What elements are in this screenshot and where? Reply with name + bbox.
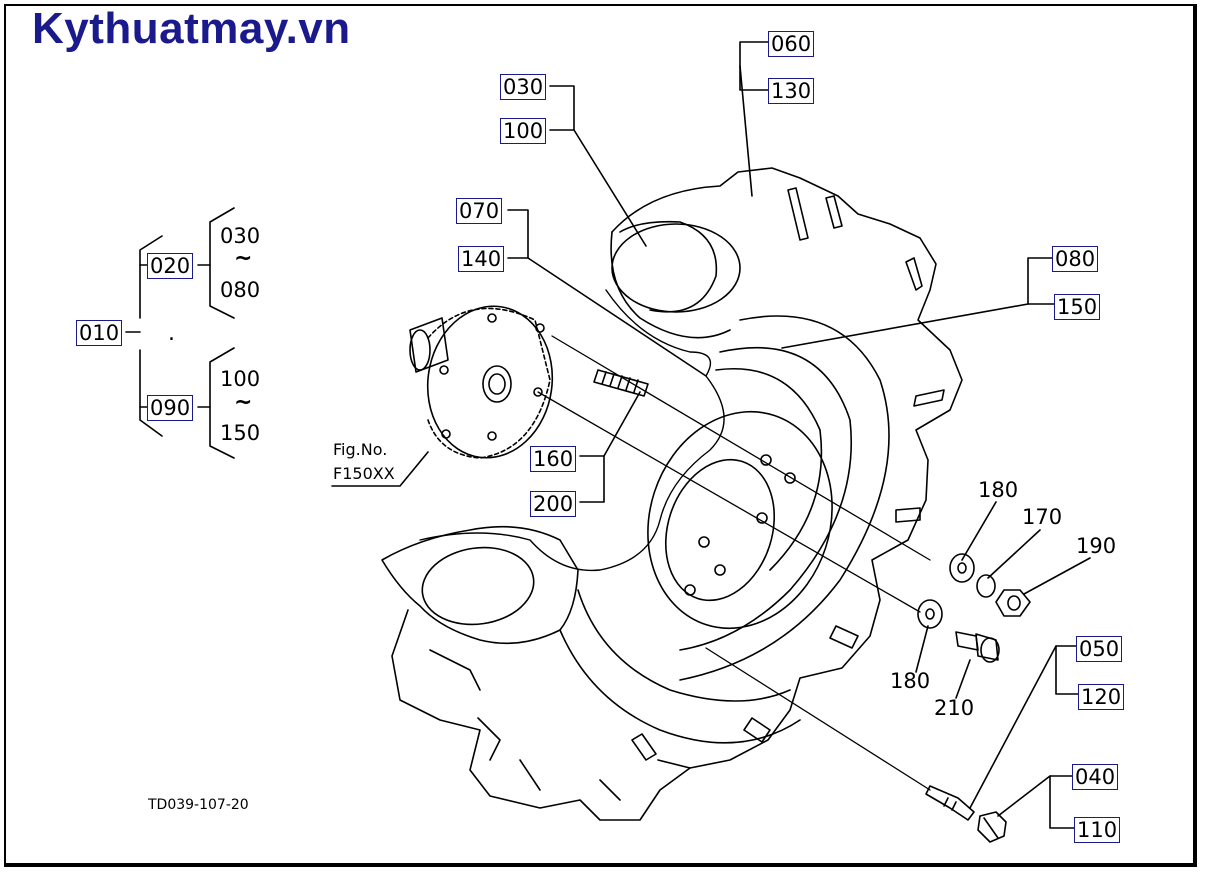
tree-bracket-020 — [139, 235, 163, 319]
tree-brace-top — [209, 207, 235, 319]
tree-brace-bottom — [209, 347, 235, 459]
drawing-code: TD039-107-20 — [148, 797, 249, 813]
tree-tilde-bottom: ~ — [234, 390, 253, 415]
callout-170[interactable]: 170 — [1022, 505, 1063, 529]
callout-140[interactable]: 140 — [458, 246, 505, 272]
callout-160[interactable]: 160 — [530, 446, 577, 472]
washer-180-upper — [949, 553, 975, 583]
fig-ref-leader — [331, 451, 429, 487]
tree-group-020[interactable]: 020 — [147, 253, 194, 279]
callout-180-upper[interactable]: 180 — [978, 478, 1019, 502]
diagram-frame — [4, 4, 1197, 867]
nut-190 — [995, 589, 1031, 617]
tree-range-to-150: 150 — [220, 421, 261, 445]
callout-050[interactable]: 050 — [1076, 636, 1123, 662]
tree-tilde-top: ~ — [234, 246, 253, 271]
tree-dot: . — [168, 321, 175, 346]
callout-060[interactable]: 060 — [768, 31, 815, 57]
valve-050 — [925, 785, 975, 821]
callout-130[interactable]: 130 — [768, 78, 815, 104]
callout-100[interactable]: 100 — [500, 118, 547, 144]
bolt-210 — [955, 631, 1000, 663]
callout-110[interactable]: 110 — [1074, 817, 1121, 843]
brand-logo-text: Kythuatmay.vn — [32, 4, 351, 53]
valve-cap-040 — [977, 811, 1007, 843]
tree-group-090[interactable]: 090 — [147, 395, 194, 421]
washer-180-lower — [917, 599, 943, 629]
tree-range-from-030: 030 — [220, 224, 261, 248]
gasket-outline — [419, 289, 725, 572]
tree-range-to-080: 080 — [220, 278, 261, 302]
callout-120[interactable]: 120 — [1078, 684, 1125, 710]
lockwasher-170 — [976, 574, 996, 598]
tree-root-010[interactable]: 010 — [76, 320, 123, 346]
wheel-lower-half — [381, 525, 801, 821]
fig-ref-line2[interactable]: F150XX — [333, 464, 395, 483]
callout-150[interactable]: 150 — [1054, 294, 1101, 320]
callout-040[interactable]: 040 — [1072, 764, 1119, 790]
tree-range-from-100: 100 — [220, 367, 261, 391]
callout-200[interactable]: 200 — [530, 491, 577, 517]
callout-080[interactable]: 080 — [1052, 246, 1099, 272]
stud-bolt — [593, 369, 649, 397]
callout-180-lower[interactable]: 180 — [890, 669, 931, 693]
hub-flange — [409, 305, 554, 459]
tree-bracket-090 — [139, 349, 163, 437]
callout-070[interactable]: 070 — [456, 198, 503, 224]
fig-ref-line1: Fig.No. — [333, 440, 388, 459]
callout-030[interactable]: 030 — [500, 74, 547, 100]
callout-210[interactable]: 210 — [934, 696, 975, 720]
callout-190[interactable]: 190 — [1076, 534, 1117, 558]
